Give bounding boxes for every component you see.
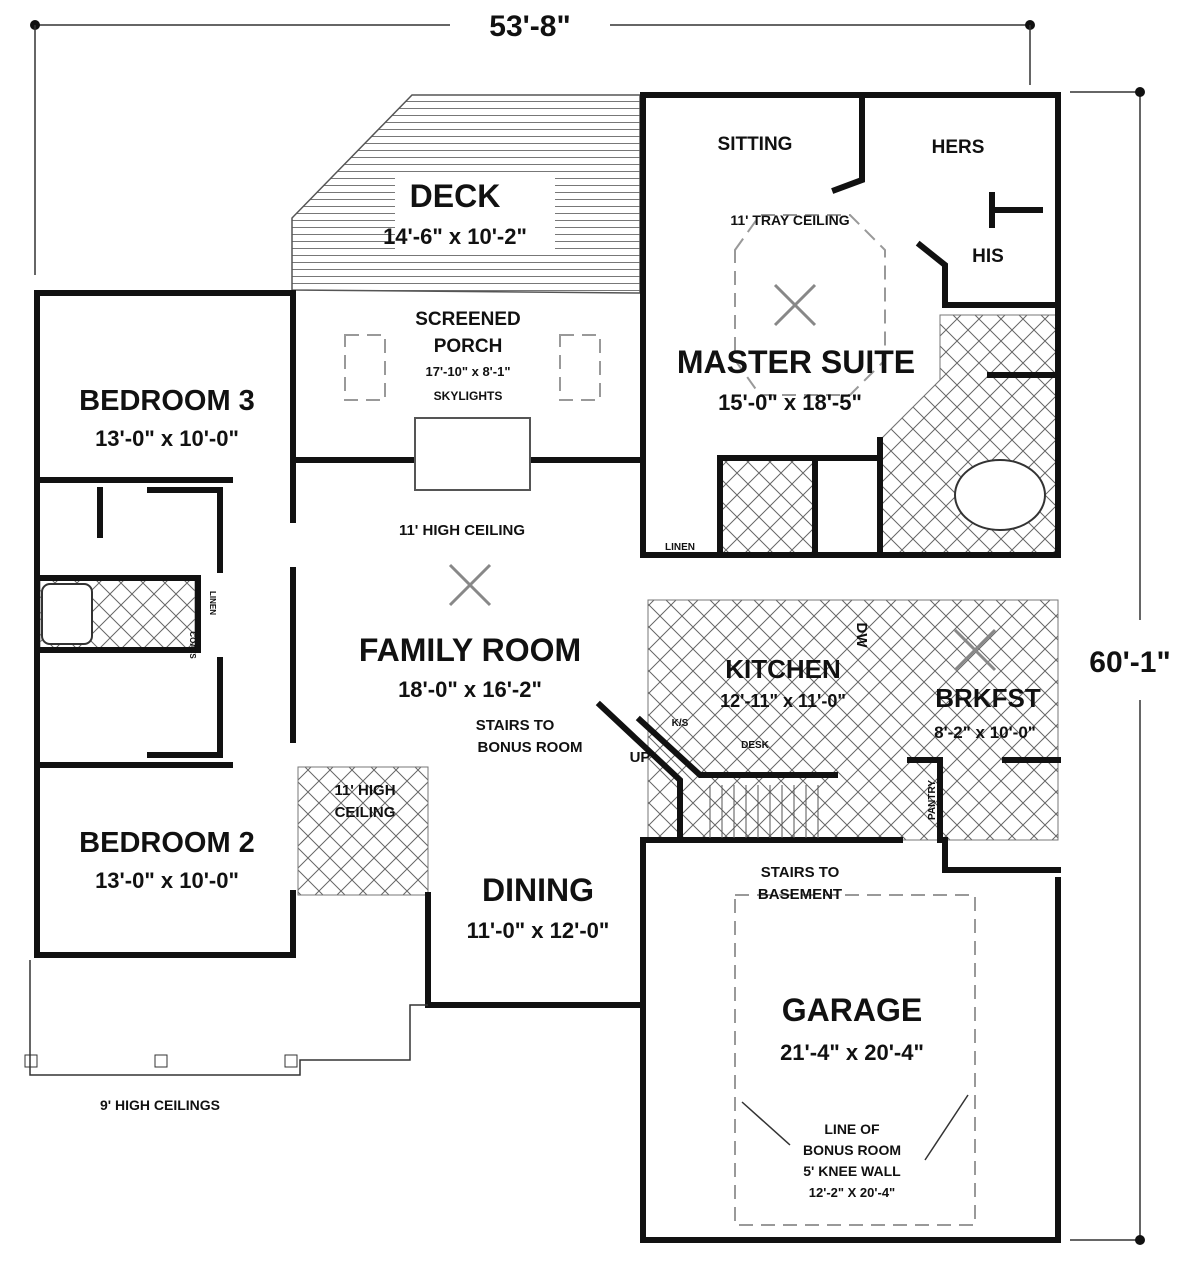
garage-note-2: BONUS ROOM — [803, 1142, 901, 1158]
bonus-room-line — [734, 894, 976, 1226]
linen-hall-label: LINEN — [665, 542, 695, 553]
master-suite-name: MASTER SUITE — [677, 344, 915, 380]
width-label: 53'-8" — [489, 10, 570, 43]
porch-name-2: PORCH — [434, 336, 503, 357]
foyer-note-2: CEILING — [335, 804, 396, 821]
family-ceiling-note: 11' HIGH CEILING — [399, 522, 525, 539]
front-porch — [29, 960, 428, 1076]
stairs-basement-1: STAIRS TO — [761, 864, 840, 881]
brkfst-name: BRKFST — [935, 683, 1041, 713]
porch-name-1: SCREENED — [415, 309, 521, 330]
garage-note-3: 5' KNEE WALL — [803, 1163, 901, 1179]
tray-ceiling — [734, 214, 886, 396]
dining-name: DINING — [482, 872, 594, 908]
garage-size: 21'-4" x 20'-4" — [780, 1040, 924, 1065]
stairs-up: UP — [630, 749, 651, 766]
width-dimension: 53'-8" — [30, 10, 1035, 275]
sitting-name: SITTING — [718, 134, 793, 155]
ceiling-fan-icon — [448, 283, 997, 672]
dining-size: 11'-0" x 12'-0" — [467, 918, 610, 943]
garage-name: GARAGE — [782, 992, 922, 1028]
hall-tub-icon — [41, 583, 93, 645]
master-bath-floor — [719, 457, 816, 554]
foyer-note-1: 11' HIGH — [334, 782, 395, 799]
brkfst-size: 8'-2" x 10'-0" — [934, 723, 1036, 742]
fireplace — [414, 417, 531, 491]
linen-label: LINEN — [208, 591, 217, 615]
garage-note-1: LINE OF — [824, 1121, 880, 1137]
bedroom2-size: 13'-0" x 10'-0" — [95, 868, 239, 893]
skylight-right — [559, 334, 601, 401]
tray-ceiling-note: 11' TRAY CEILING — [730, 212, 849, 228]
kitchen-name: KITCHEN — [725, 654, 841, 684]
walls — [34, 92, 1061, 1243]
skylight-left — [344, 334, 386, 401]
ks-label: K/S — [672, 718, 689, 729]
tub-icon — [954, 459, 1046, 531]
pantry-label: PANTRY — [927, 780, 938, 820]
family-room-size: 18'-0" x 16'-2" — [398, 677, 542, 702]
depth-label: 60'-1" — [1089, 646, 1170, 679]
bedroom3-size: 13'-0" x 10'-0" — [95, 426, 239, 451]
coats-label: COATS — [188, 631, 197, 659]
dw-label: DW — [853, 623, 870, 649]
stairs-to-basement — [709, 785, 819, 838]
stairs-bonus-1: STAIRS TO — [476, 717, 555, 734]
hers-name: HERS — [932, 137, 985, 158]
deck-name: DECK — [410, 178, 501, 214]
garage-note-4: 12'-2" X 20'-4" — [809, 1185, 895, 1200]
family-room-name: FAMILY ROOM — [359, 632, 581, 668]
desk-label: DESK — [741, 740, 770, 751]
bedroom3-name: BEDROOM 3 — [79, 385, 255, 417]
deck-size: 14'-6" x 10'-2" — [383, 224, 527, 249]
master-suite-size: 15'-0" x 18'-5" — [718, 390, 862, 415]
bedroom2-name: BEDROOM 2 — [79, 827, 255, 859]
porch-size: 17'-10" x 8'-1" — [425, 364, 510, 379]
kitchen-floor — [647, 599, 1059, 841]
depth-dimension: 60'-1" — [1070, 87, 1171, 1245]
front-ceilings-note: 9' HIGH CEILINGS — [100, 1097, 220, 1113]
stairs-bonus-2: BONUS ROOM — [478, 739, 583, 756]
porch-skylights: SKYLIGHTS — [434, 389, 503, 403]
his-name: HIS — [972, 246, 1004, 267]
foyer-floor — [297, 766, 429, 896]
stairs-basement-2: BASEMENT — [758, 886, 842, 903]
kitchen-size: 12'-11" x 11'-0" — [720, 691, 846, 711]
